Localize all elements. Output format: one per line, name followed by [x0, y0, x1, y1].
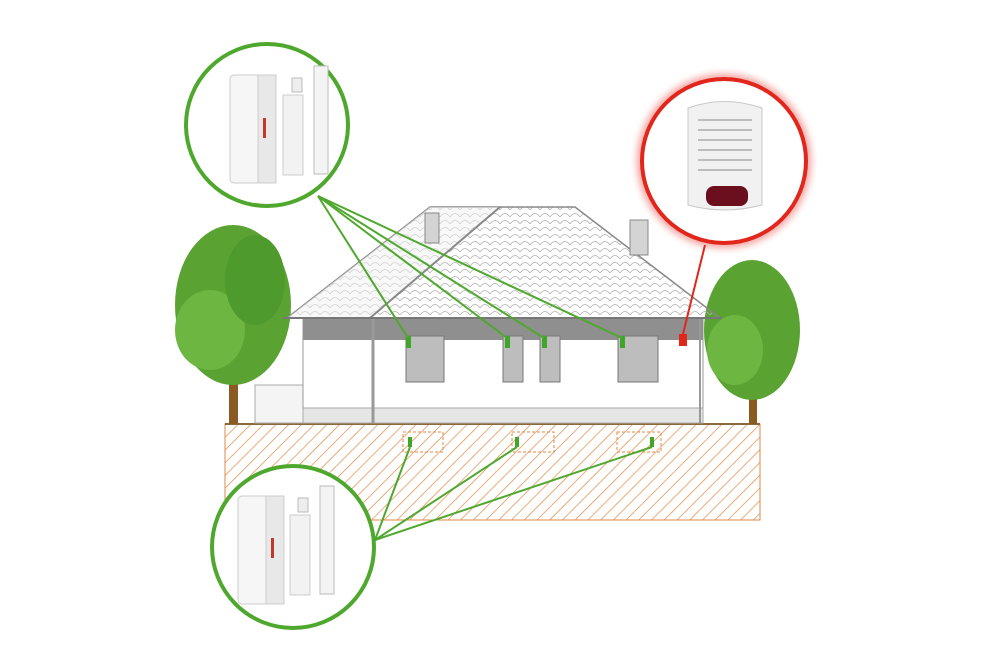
window: [405, 335, 445, 383]
house: [254, 206, 723, 424]
sensor-links-top: [317, 195, 623, 339]
door-sensor-callout-bottom: [210, 464, 376, 630]
basement-sensor: [408, 437, 412, 447]
window-sensor: [406, 336, 411, 348]
siren-marker: [679, 334, 687, 346]
basement-sensor: [515, 437, 519, 447]
basement-sensor: [650, 437, 654, 447]
door-sensor-callout-top: [184, 42, 350, 208]
window-sensor: [542, 336, 547, 348]
door-sensor-icon: [229, 65, 329, 184]
siren-icon: [687, 101, 763, 211]
window-sensor: [620, 336, 625, 348]
stairs: [254, 384, 304, 424]
tree-right: [704, 260, 800, 424]
siren-callout: [638, 75, 810, 247]
chimney: [424, 212, 440, 244]
window-sensor: [505, 336, 510, 348]
chimney: [629, 219, 649, 256]
siren-link: [682, 244, 706, 335]
door-sensor-icon: [237, 485, 335, 605]
sensor-links-bottom: [374, 446, 653, 541]
tree-left: [175, 225, 291, 424]
